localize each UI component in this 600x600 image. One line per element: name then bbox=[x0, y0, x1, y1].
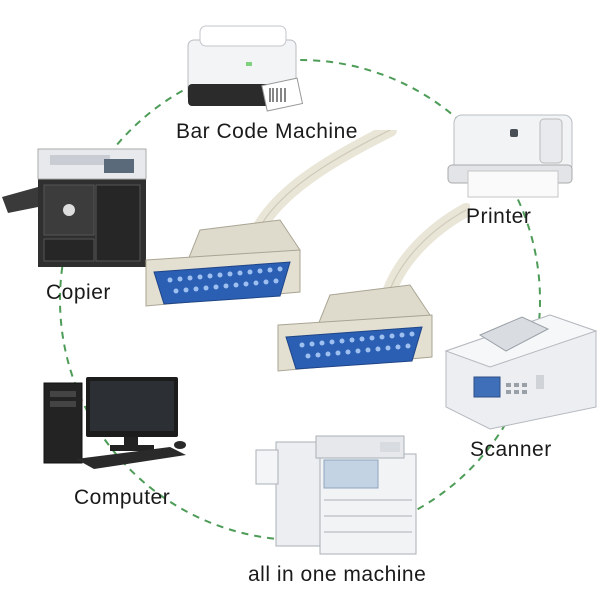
scanner-icon bbox=[444, 314, 598, 430]
label-scanner: Scanner bbox=[470, 438, 552, 461]
bar-code-machine-icon bbox=[187, 25, 304, 112]
label-computer: Computer bbox=[74, 486, 171, 509]
all-in-one-machine-icon bbox=[255, 435, 417, 555]
label-printer: Printer bbox=[466, 205, 532, 228]
label-all-in-one-machine: all in one machine bbox=[248, 563, 427, 586]
computer-icon bbox=[43, 377, 186, 469]
db25-cable-icon bbox=[145, 130, 470, 372]
copier-icon bbox=[2, 148, 147, 267]
label-copier: Copier bbox=[46, 281, 111, 304]
printer-icon bbox=[447, 114, 573, 198]
label-bar-code-machine: Bar Code Machine bbox=[176, 120, 358, 143]
